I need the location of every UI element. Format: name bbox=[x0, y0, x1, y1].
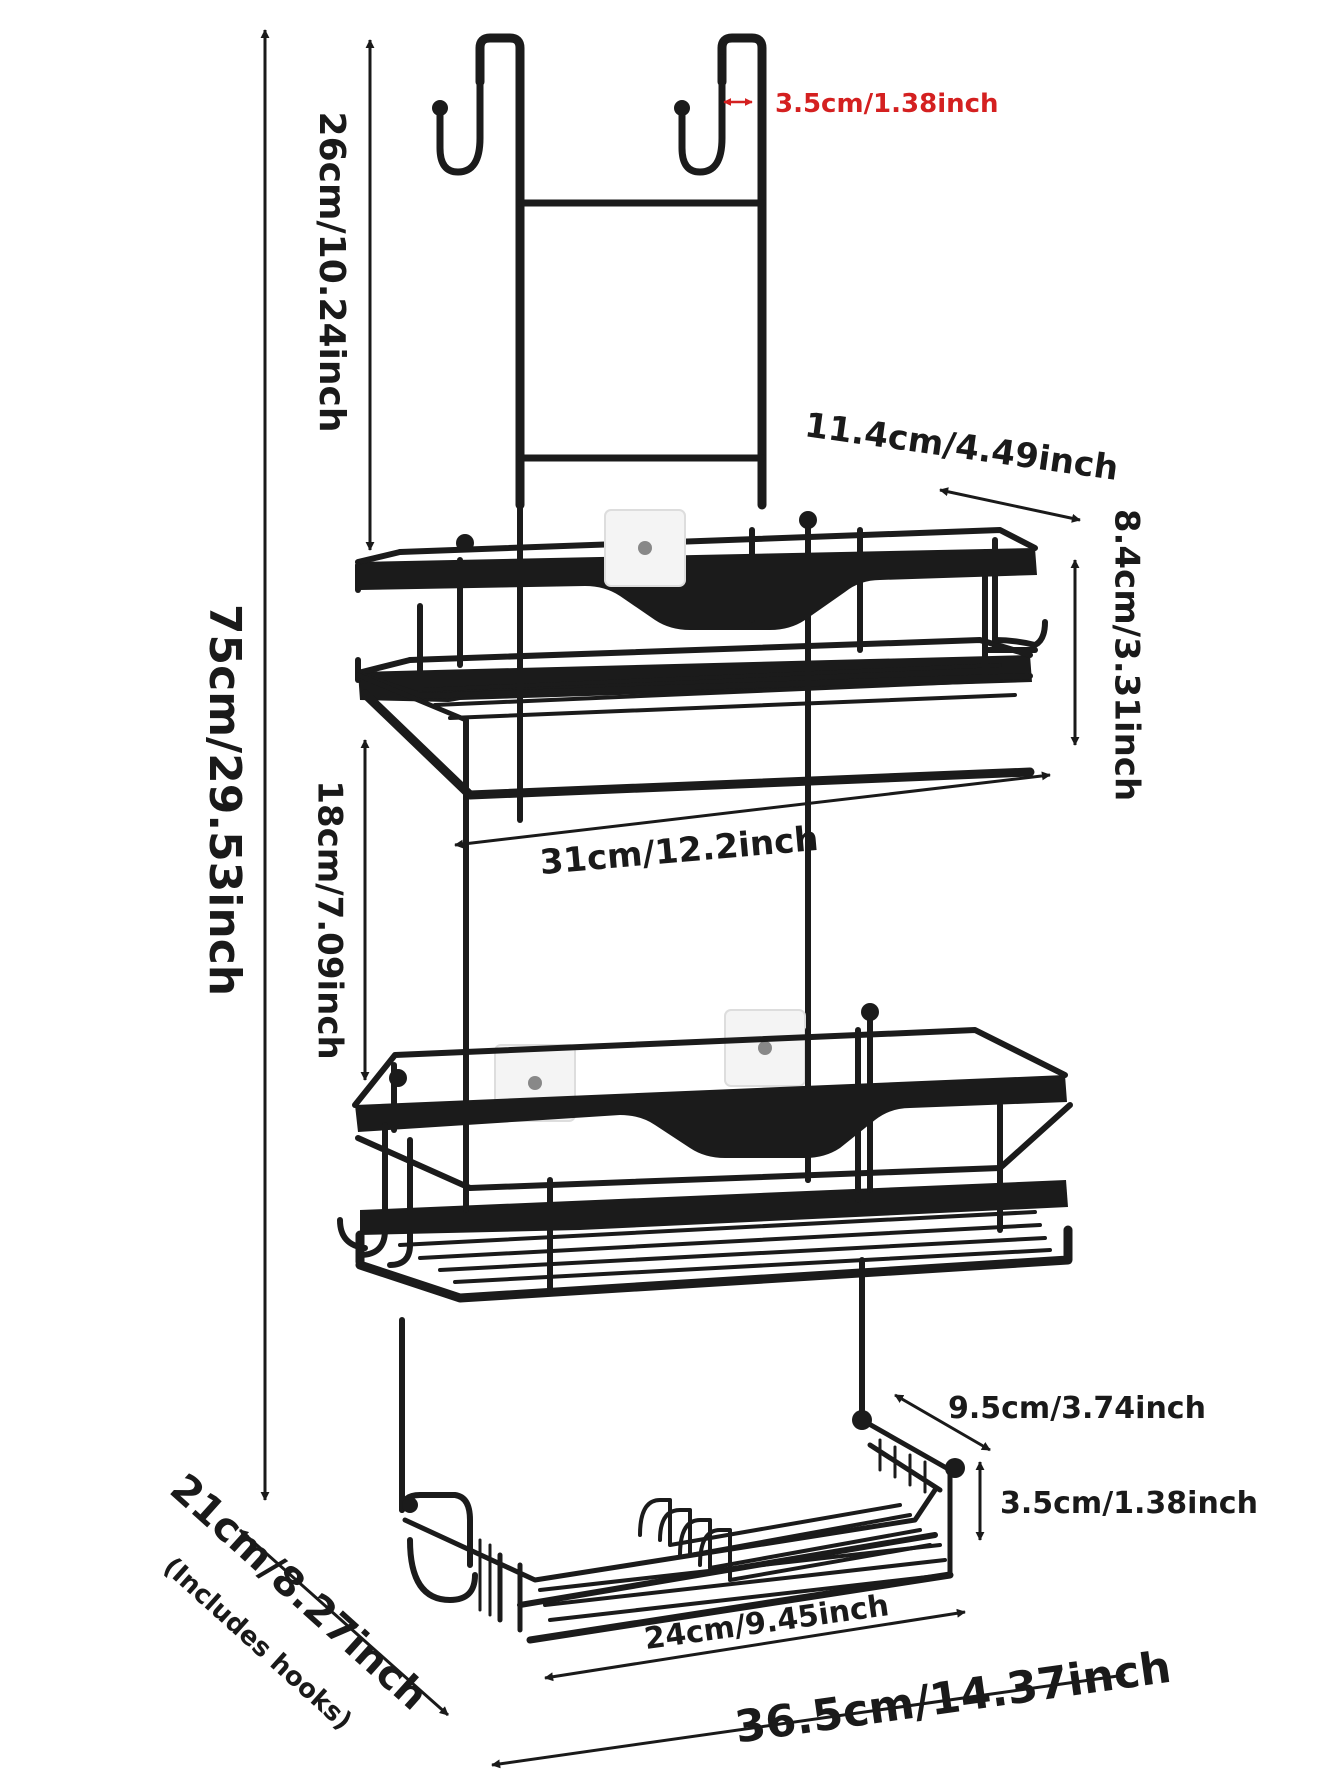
dim-line-soap-width bbox=[544, 1608, 966, 1682]
middle-shelf-slats bbox=[398, 1210, 1052, 1284]
dimension-labels: 75cm/29.53inch 26cm/10.24inch 18cm/7.09i… bbox=[157, 89, 1258, 1753]
over-door-hooks bbox=[436, 33, 767, 510]
label-shelf-gap: 18cm/7.09inch bbox=[310, 780, 350, 1059]
label-shelf-height: 8.4cm/3.31inch bbox=[1107, 509, 1147, 801]
label-soap-dish-width: 24cm/9.45inch bbox=[642, 1588, 891, 1657]
dim-line-shelf-depth bbox=[939, 487, 1081, 523]
side-hooks bbox=[337, 1122, 413, 1268]
hook-knob-right bbox=[674, 100, 690, 116]
label-hook-width: 3.5cm/1.38inch bbox=[775, 89, 999, 119]
dim-line-total-width bbox=[491, 1671, 1126, 1769]
ladder-rungs bbox=[516, 199, 766, 462]
top-shelf-slats bbox=[418, 663, 1017, 720]
top-shelf bbox=[355, 502, 1048, 823]
dim-line-soap-depth bbox=[894, 1393, 991, 1452]
label-hook-section-height: 26cm/10.24inch bbox=[311, 112, 352, 433]
label-soap-dish-depth: 9.5cm/3.74inch bbox=[948, 1391, 1206, 1426]
label-total-width: 36.5cm/14.37inch bbox=[732, 1642, 1174, 1754]
dim-line-total-depth bbox=[239, 1528, 449, 1717]
label-shelf-width: 31cm/12.2inch bbox=[538, 819, 820, 883]
hook-knob-left bbox=[432, 100, 448, 116]
dim-line-shelf-width bbox=[454, 771, 1051, 849]
label-shelf-depth: 11.4cm/4.49inch bbox=[802, 405, 1120, 489]
shower-caddy-illustration bbox=[337, 33, 1073, 1644]
dimension-lines bbox=[239, 29, 1126, 1769]
label-soap-dish-height: 3.5cm/1.38inch bbox=[1000, 1486, 1258, 1521]
middle-shelf bbox=[337, 1003, 1073, 1303]
label-total-height: 75cm/29.53inch bbox=[199, 604, 250, 996]
